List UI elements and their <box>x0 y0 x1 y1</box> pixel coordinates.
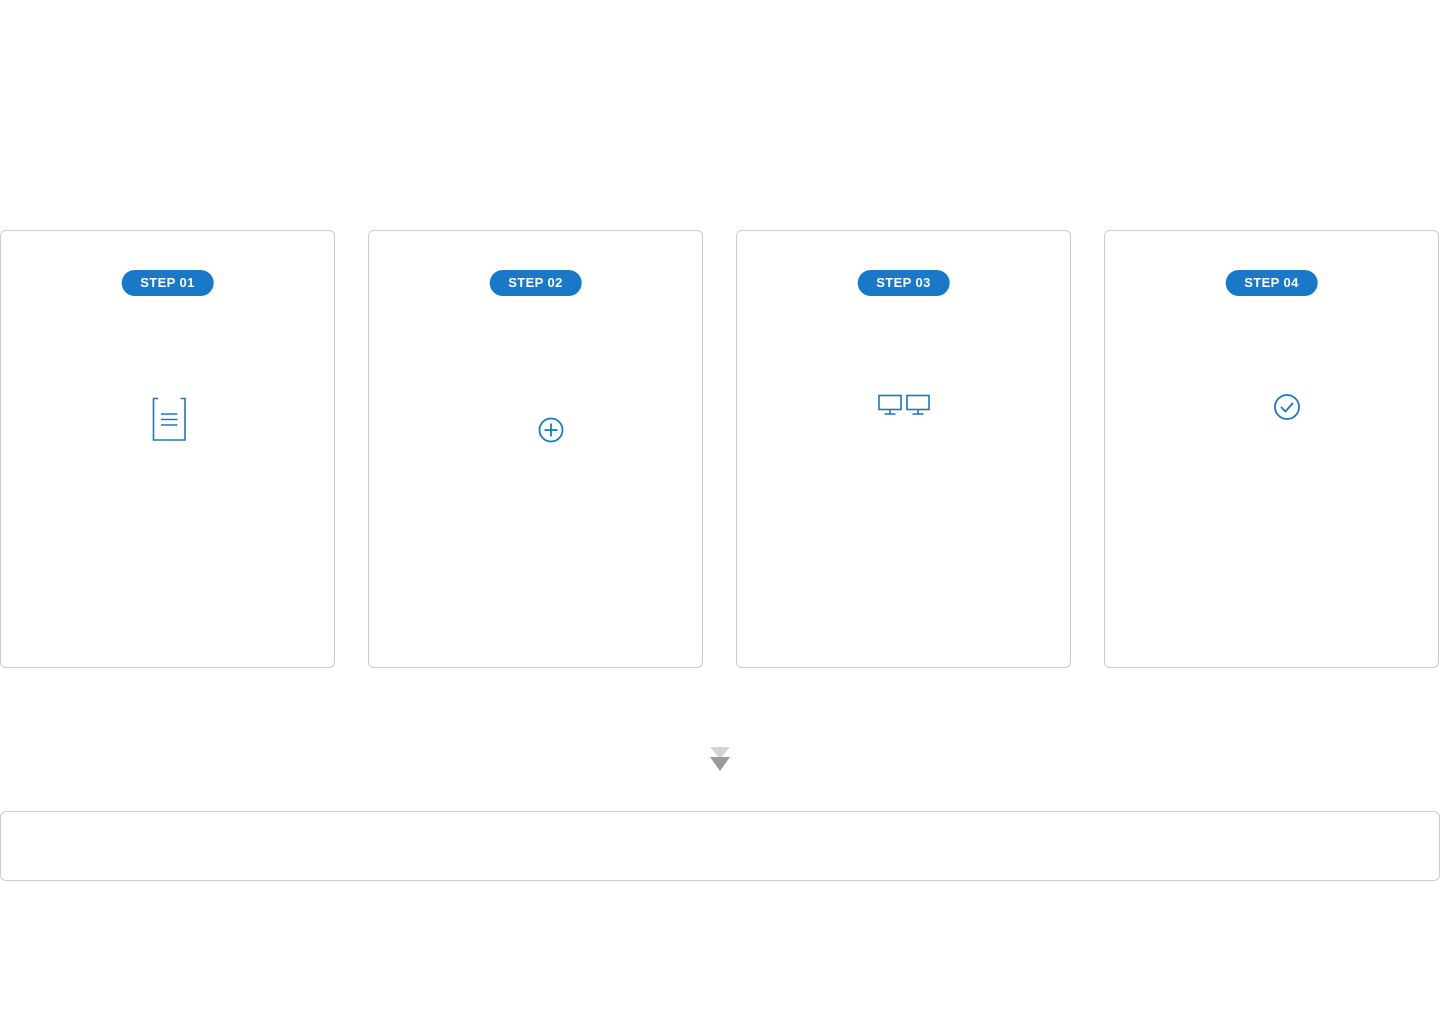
step-card-02: STEP 02 <box>368 230 703 668</box>
step-card-01: STEP 01 <box>0 230 335 668</box>
result-panel <box>0 811 1440 881</box>
plus-circle-icon <box>538 417 564 443</box>
step-card-04: STEP 04 <box>1104 230 1439 668</box>
step-badge: STEP 01 <box>121 270 214 296</box>
check-circle-icon <box>1274 394 1300 420</box>
step-badge: STEP 04 <box>1225 270 1318 296</box>
step-card-03: STEP 03 <box>736 230 1071 668</box>
down-arrow-icon <box>710 747 730 771</box>
dual-monitor-icon <box>878 394 930 415</box>
step-badge: STEP 02 <box>489 270 582 296</box>
step-badge: STEP 03 <box>857 270 950 296</box>
document-icon <box>152 397 186 441</box>
